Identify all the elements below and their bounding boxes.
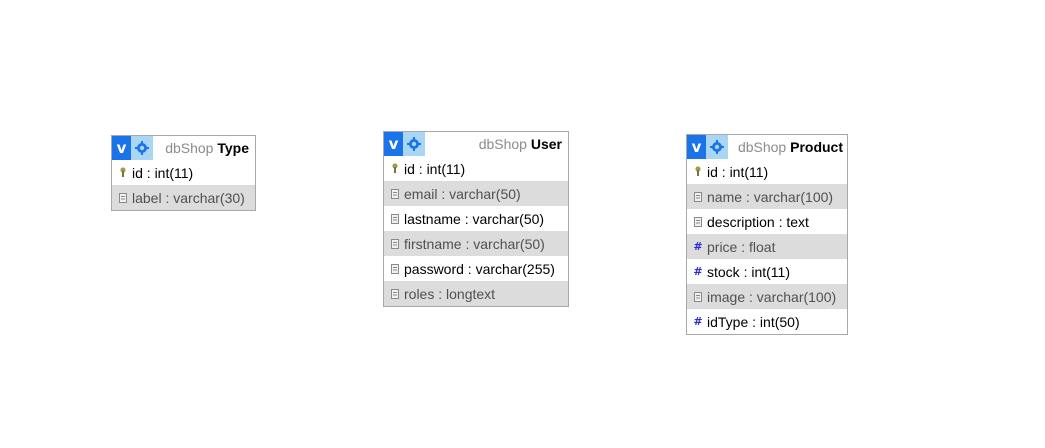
field-row[interactable]: name : varchar(100) — [687, 184, 847, 209]
field-label: image : varchar(100) — [707, 288, 837, 305]
field-row[interactable]: # idType : int(50) — [687, 309, 847, 334]
field-icon — [693, 191, 703, 203]
gear-icon — [710, 140, 724, 154]
field-label: email : varchar(50) — [404, 185, 521, 202]
field-row[interactable]: label : varchar(30) — [112, 185, 255, 210]
field-label: password : varchar(255) — [404, 260, 555, 277]
field-row[interactable]: password : varchar(255) — [384, 256, 568, 281]
table-type[interactable]: v dbShop Type — [111, 135, 256, 211]
field-icon — [390, 238, 400, 250]
gear-icon — [135, 141, 149, 155]
field-label: id : int(11) — [132, 164, 194, 181]
field-icon — [390, 213, 400, 225]
field-label: idType : int(50) — [707, 313, 800, 330]
field-row[interactable]: id : int(11) — [112, 160, 255, 185]
field-row[interactable]: lastname : varchar(50) — [384, 206, 568, 231]
field-label: id : int(11) — [707, 163, 769, 180]
field-label: id : int(11) — [404, 160, 466, 177]
field-row[interactable]: id : int(11) — [687, 159, 847, 184]
table-header: v dbShop User — [384, 132, 568, 156]
field-row[interactable]: # price : float — [687, 234, 847, 259]
database-name: dbShop — [737, 139, 787, 155]
table-name: Type — [217, 140, 249, 156]
field-label: firstname : varchar(50) — [404, 235, 545, 252]
key-icon — [693, 166, 703, 178]
field-icon — [390, 263, 400, 275]
table-title[interactable]: dbShop User — [425, 136, 568, 152]
key-icon — [118, 167, 128, 179]
field-row[interactable]: email : varchar(50) — [384, 181, 568, 206]
table-options-button[interactable] — [131, 136, 153, 160]
table-title[interactable]: dbShop Type — [153, 140, 255, 156]
field-icon — [693, 216, 703, 228]
table-name: Product — [790, 139, 843, 155]
field-icon — [118, 192, 128, 204]
field-label: price : float — [707, 238, 776, 255]
gear-icon — [407, 137, 421, 151]
database-name: dbShop — [478, 136, 527, 152]
field-label: lastname : varchar(50) — [404, 210, 545, 227]
table-options-button[interactable] — [403, 132, 425, 156]
numeric-icon: # — [693, 265, 703, 278]
field-row[interactable]: firstname : varchar(50) — [384, 231, 568, 256]
field-row[interactable]: roles : longtext — [384, 281, 568, 306]
table-header: v dbShop Type — [112, 136, 255, 160]
key-icon — [390, 163, 400, 175]
field-row[interactable]: description : text — [687, 209, 847, 234]
table-title[interactable]: dbShop Product — [728, 139, 847, 155]
field-label: label : varchar(30) — [132, 189, 245, 206]
numeric-icon: # — [693, 240, 703, 253]
toggle-columns-button[interactable]: v — [112, 136, 131, 160]
table-header: v dbShop Product — [687, 135, 847, 159]
field-icon — [390, 188, 400, 200]
table-name: User — [530, 136, 562, 152]
table-product[interactable]: v dbShop Product — [686, 134, 848, 335]
field-row[interactable]: id : int(11) — [384, 156, 568, 181]
field-icon — [390, 288, 400, 300]
numeric-icon: # — [693, 315, 703, 328]
database-name: dbShop — [165, 140, 214, 156]
field-label: description : text — [707, 213, 809, 230]
field-row[interactable]: # stock : int(11) — [687, 259, 847, 284]
toggle-columns-button[interactable]: v — [687, 135, 706, 159]
table-user[interactable]: v dbShop User — [383, 131, 569, 307]
field-row[interactable]: image : varchar(100) — [687, 284, 847, 309]
field-icon — [693, 291, 703, 303]
field-label: roles : longtext — [404, 285, 496, 302]
field-label: stock : int(11) — [707, 263, 790, 280]
toggle-columns-button[interactable]: v — [384, 132, 403, 156]
field-label: name : varchar(100) — [707, 188, 834, 205]
table-options-button[interactable] — [706, 135, 728, 159]
